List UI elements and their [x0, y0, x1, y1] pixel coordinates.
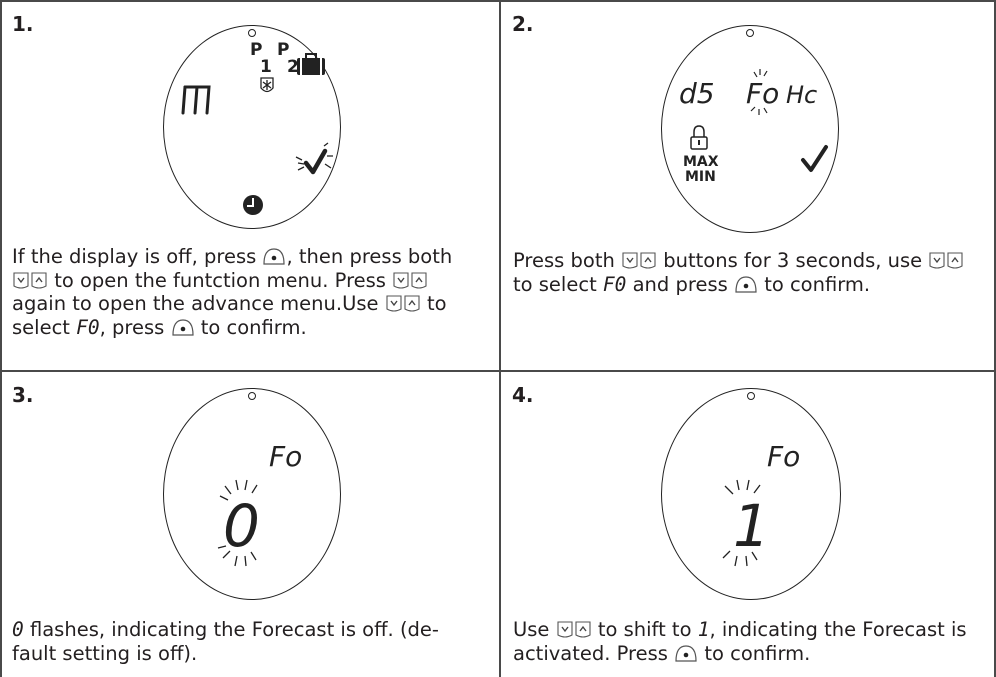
down-up-arrow-buttons-icon	[12, 270, 48, 290]
ok-round-button-icon	[734, 274, 758, 294]
flash-rays-icon	[217, 479, 258, 567]
instruction-text: again to open the advance menu.Use	[12, 292, 379, 315]
step-1-thermostat-display	[163, 25, 341, 229]
suitcase-icon	[297, 53, 325, 75]
step-4-display-content: Fo 1	[722, 440, 800, 567]
step-3-instruction: 0 flashes, indicating the Forecast is of…	[12, 618, 439, 665]
p2-label: P	[277, 40, 289, 60]
display-indicator-dot	[746, 29, 754, 37]
step-3-panel: 3. Fo 0 0 flashes, indicating the Foreca…	[0, 371, 499, 677]
lock-icon	[690, 125, 708, 150]
frost-shield-icon	[260, 77, 274, 93]
instruction-text: to	[426, 292, 447, 315]
ok-round-button-icon	[262, 246, 286, 266]
instruction-text: to shift to	[597, 618, 692, 641]
f0-code-glyph: F0	[76, 315, 100, 339]
instruction-text: to open the funtction menu. Press	[54, 268, 386, 292]
instruction-text: Press both	[513, 249, 615, 272]
ok-round-button-icon	[171, 317, 195, 337]
instruction-text: , then press both	[286, 245, 453, 268]
grid-border-left	[0, 0, 2, 677]
flash-rays-icon	[750, 69, 768, 115]
down-up-arrow-buttons-icon	[385, 293, 421, 313]
step-2-number: 2.	[512, 12, 534, 36]
display-indicator-dot	[248, 29, 256, 37]
grid-divider-horizontal	[0, 370, 996, 372]
hc-segment-label: Hc	[786, 81, 817, 109]
instruction-text: to confirm.	[764, 272, 871, 296]
instruction-text: If the display is off, press	[12, 245, 257, 268]
fo-segment-label: Fo	[269, 440, 302, 473]
instruction-text: buttons for 3 seconds, use	[663, 249, 923, 272]
instruction-text: select	[12, 315, 70, 339]
step-2-instruction: Press both buttons for 3 seconds, use to…	[513, 249, 964, 296]
step-4-number: 4.	[512, 383, 534, 407]
clock-icon	[243, 195, 263, 215]
fo-segment-label: Fo	[746, 77, 779, 110]
step-2-display-content: d5 Fo Hc MAX MIN	[679, 69, 828, 185]
step-4-instruction: Use to shift to 1, indicating the Foreca…	[513, 618, 967, 665]
display-indicator-dot	[248, 392, 256, 400]
step-3-display-content: Fo 0	[217, 440, 302, 567]
down-up-arrow-buttons-icon	[621, 250, 657, 270]
instruction-text: , press	[99, 315, 165, 339]
flash-rays-icon	[722, 479, 761, 567]
step-2-panel: 2. d5 Fo Hc MAX MIN Press both buttons f…	[500, 0, 994, 370]
step-1-number: 1.	[12, 12, 34, 36]
step-1-panel: 1. P 1 P 2	[0, 0, 499, 370]
zero-code-glyph: 0	[12, 618, 24, 641]
step-3-thermostat-display	[163, 388, 341, 600]
grid-border-top	[0, 0, 996, 2]
f0-code-glyph: F0	[602, 272, 627, 296]
min-label: MIN	[685, 169, 716, 185]
instruction-text: and press	[632, 272, 728, 296]
value-segment-digit: 1	[733, 492, 770, 560]
grid-border-right	[994, 0, 996, 677]
checkmark-icon	[801, 145, 828, 172]
down-up-arrow-buttons-icon	[392, 270, 428, 290]
checkmark-icon	[295, 142, 333, 175]
step-2-thermostat-display	[661, 25, 839, 233]
grid-divider-vertical	[499, 0, 501, 677]
ds-segment-label: d5	[679, 77, 715, 110]
one-code-glyph: 1	[697, 618, 710, 641]
instruction-text: Use	[513, 618, 550, 641]
max-label: MAX	[683, 154, 719, 170]
down-up-arrow-buttons-icon	[928, 250, 964, 270]
value-segment-digit: 0	[223, 492, 260, 560]
step-4-thermostat-display	[661, 388, 841, 600]
instruction-text: to confirm.	[704, 641, 811, 665]
step-1-instruction: If the display is off, press , then pres…	[12, 245, 452, 339]
instruction-text: activated. Press	[513, 641, 668, 665]
p1-label: P	[250, 40, 262, 60]
step-4-panel: 4. Fo 1 Use to shift to 1, indicating th…	[500, 371, 994, 677]
step-1-display-content: P 1 P 2	[181, 40, 333, 215]
ok-round-button-icon	[674, 643, 698, 663]
fo-segment-label: Fo	[767, 440, 800, 473]
p1-subscript: 1	[260, 57, 272, 77]
instruction-text: to select	[513, 272, 597, 296]
down-up-arrow-buttons-icon	[556, 619, 592, 639]
display-indicator-dot	[747, 392, 755, 400]
step-3-number: 3.	[12, 383, 34, 407]
instruction-text: to confirm.	[200, 315, 307, 339]
instruction-text: fault setting is off).	[12, 641, 198, 665]
instruction-text: , indicating the Forecast is	[709, 618, 967, 641]
mode-segment-glyph	[181, 85, 211, 115]
instruction-text: flashes, indicating the Forecast is off.…	[29, 618, 439, 641]
p2-subscript: 2	[287, 57, 299, 77]
